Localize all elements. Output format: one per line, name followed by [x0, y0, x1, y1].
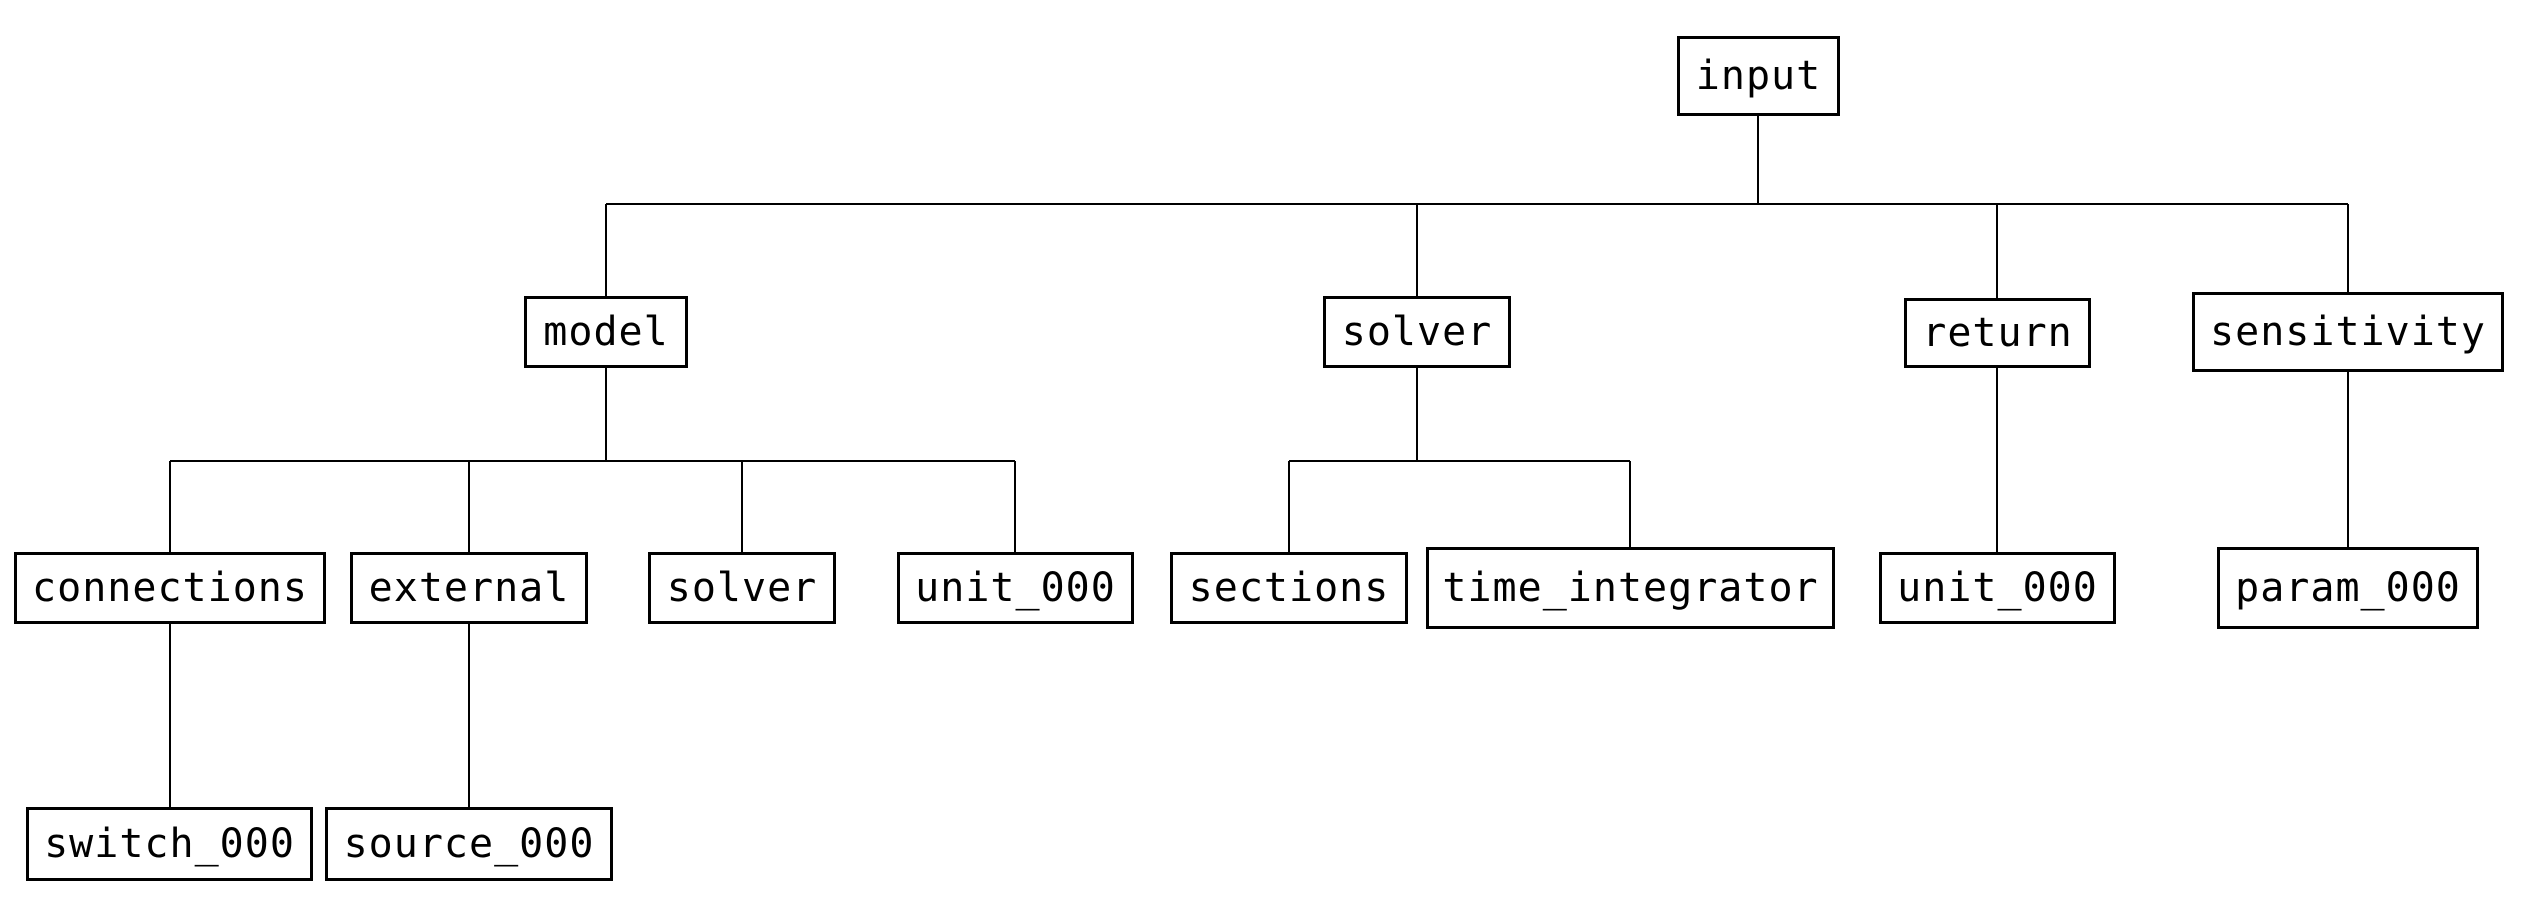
node-return-unit-000: unit_000 — [1879, 552, 2116, 624]
node-connections: connections — [14, 552, 326, 624]
node-input: input — [1677, 36, 1840, 116]
node-model-solver: solver — [648, 552, 836, 624]
edge-solver-children — [1288, 368, 1631, 552]
node-return: return — [1904, 298, 2091, 368]
node-source-000: source_000 — [325, 807, 613, 881]
node-solver: solver — [1323, 296, 1511, 368]
edge-input-children — [605, 116, 2349, 298]
edge-model-children — [169, 368, 1016, 552]
node-sections: sections — [1170, 552, 1408, 624]
node-time-integrator: time_integrator — [1426, 547, 1835, 629]
node-model-unit-000: unit_000 — [897, 552, 1134, 624]
node-switch-000: switch_000 — [26, 807, 313, 881]
node-param-000: param_000 — [2217, 547, 2479, 629]
node-model: model — [524, 296, 688, 368]
node-sensitivity: sensitivity — [2192, 292, 2504, 372]
node-external: external — [350, 552, 588, 624]
